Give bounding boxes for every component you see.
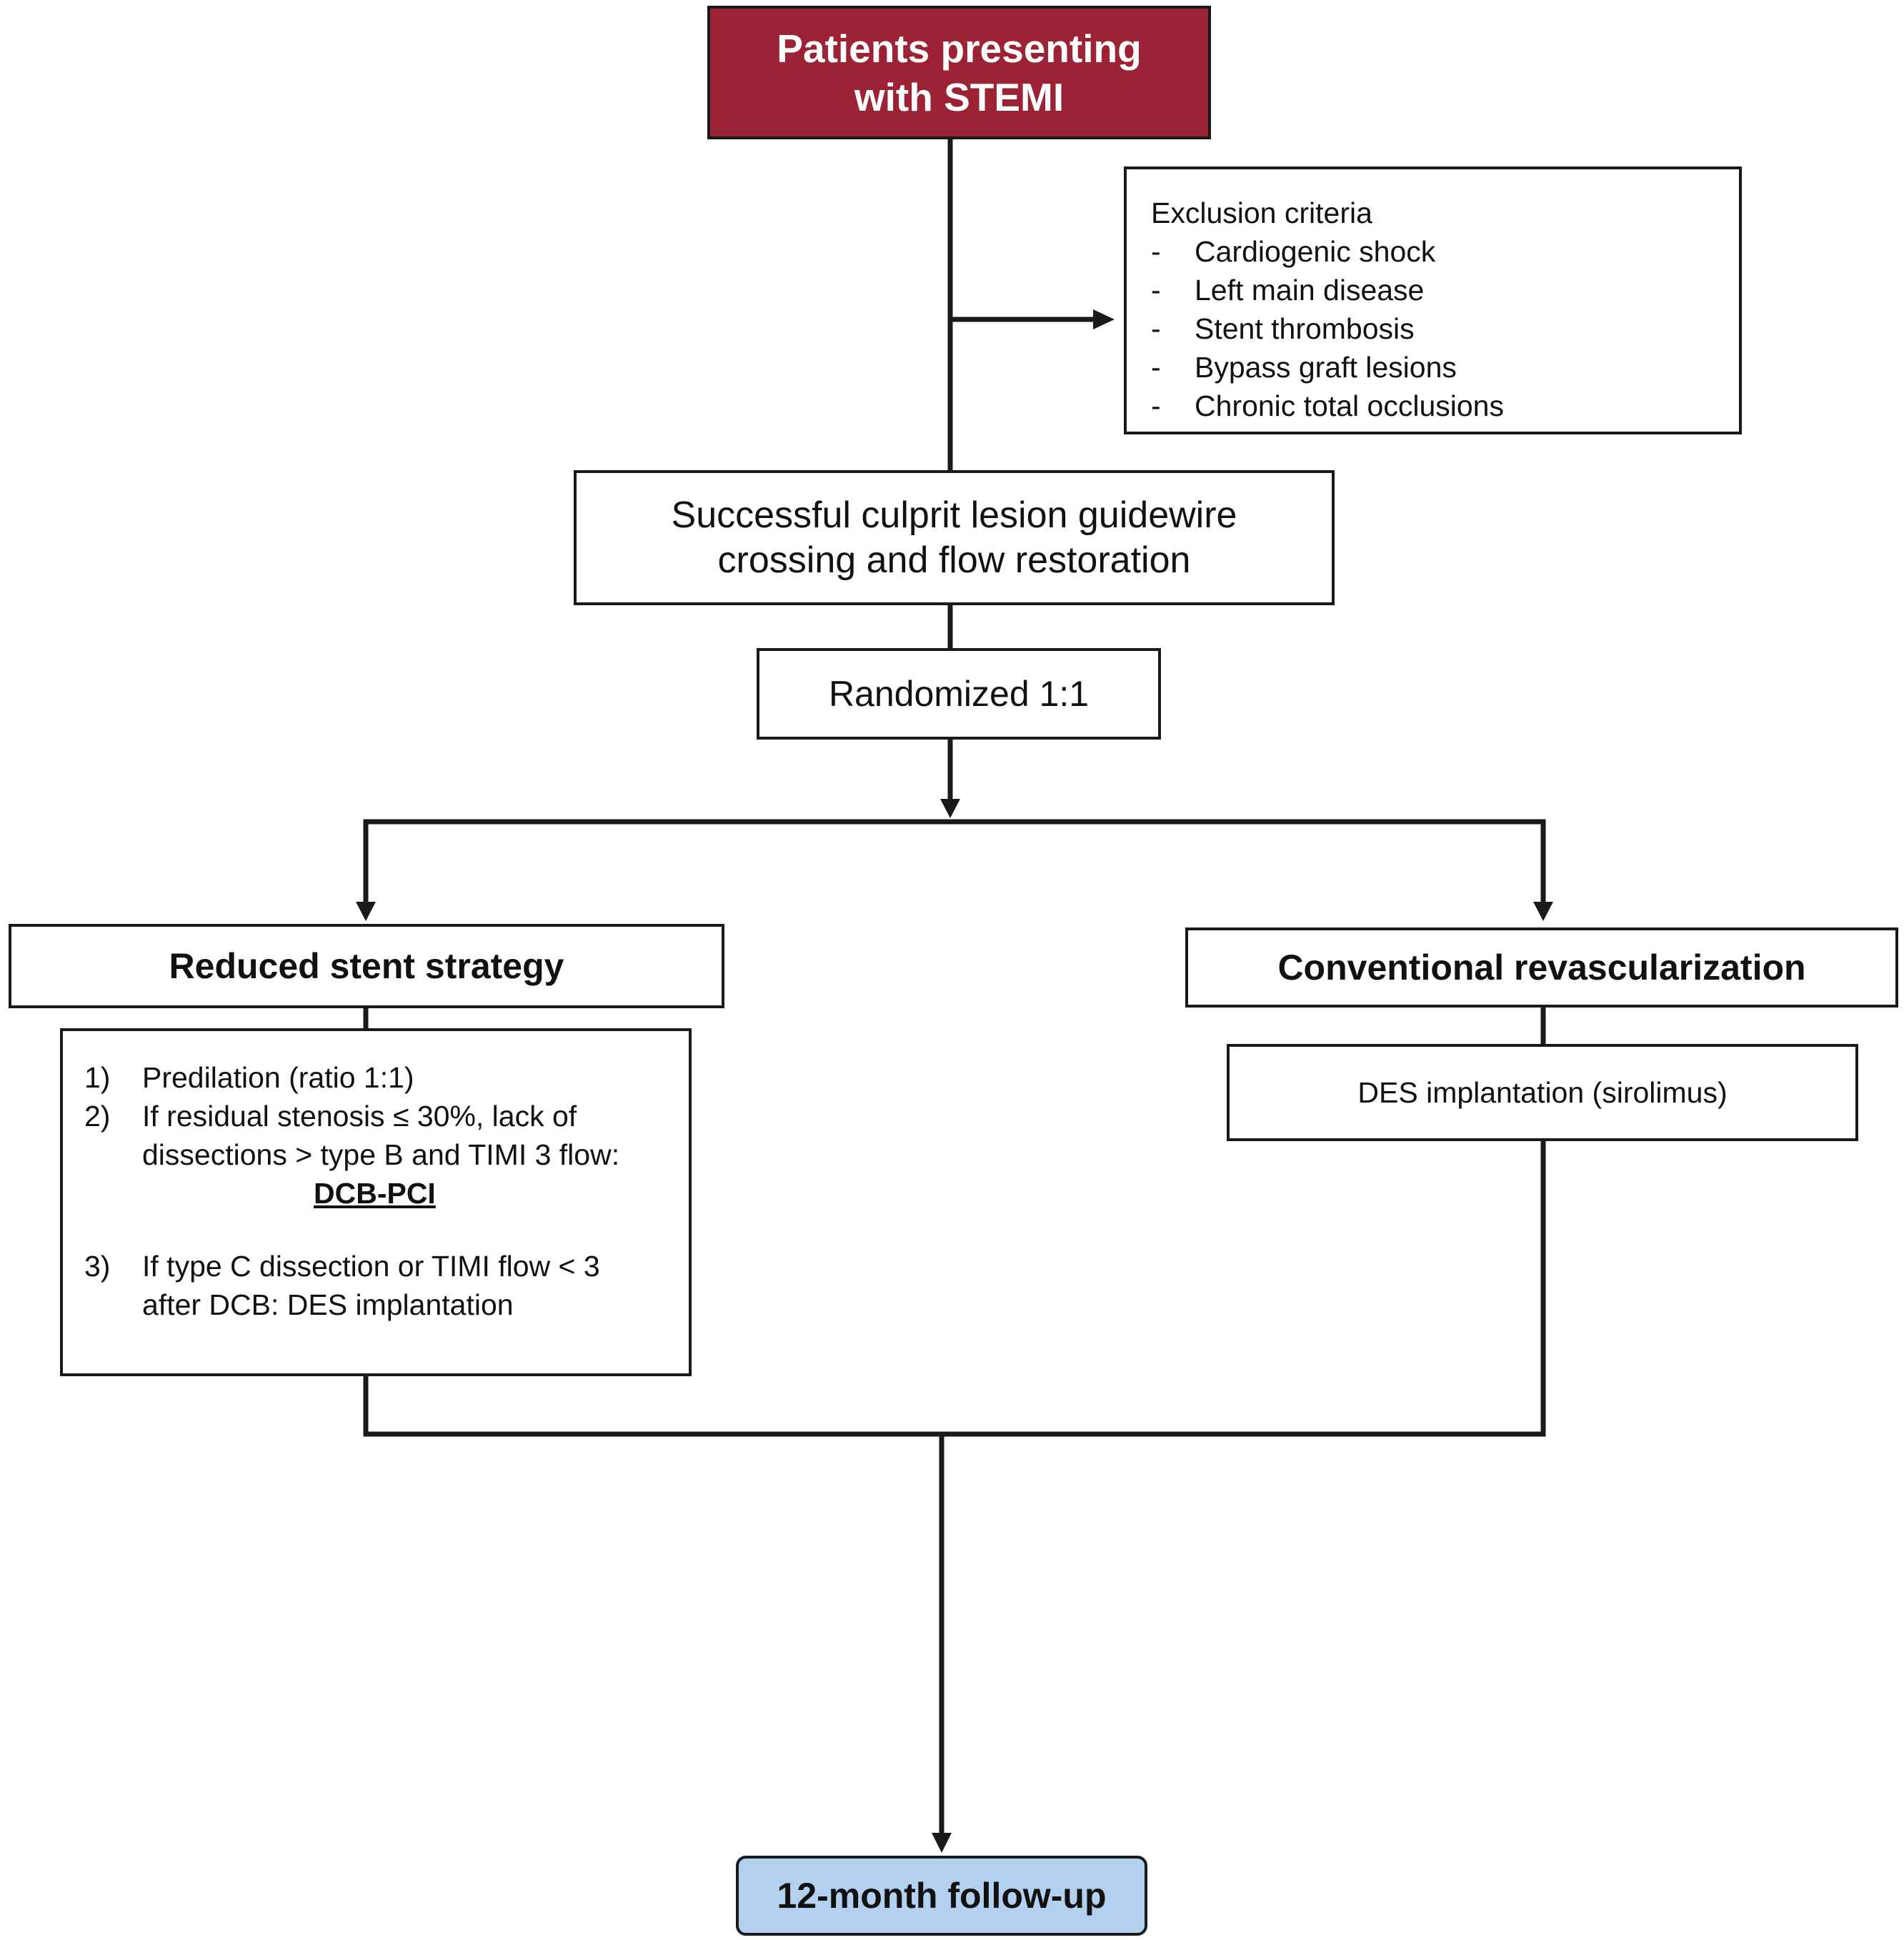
exclusion-item-label: Bypass graft lesions (1195, 351, 1457, 384)
exclusion-item: - Left main disease (1151, 271, 1739, 309)
step-text: after DCB: DES implantation (142, 1288, 514, 1321)
crossing-box-line2: crossing and flow restoration (717, 539, 1191, 581)
followup-label: 12-month follow-up (777, 1876, 1107, 1916)
conventional-box: Conventional revascularization (1185, 927, 1898, 1008)
randomized-box: Randomized 1:1 (757, 648, 1161, 740)
exclusion-item-label: Chronic total occlusions (1195, 389, 1504, 422)
exclusion-item: - Bypass graft lesions (1151, 348, 1739, 387)
randomized-label: Randomized 1:1 (828, 674, 1090, 714)
arrowhead-followup (932, 1833, 952, 1853)
exclusion-criteria-box: Exclusion criteria - Cardiogenic shock - L… (1124, 166, 1742, 434)
des-implantation-box: DES implantation (sirolimus) (1227, 1044, 1858, 1141)
step-number: 3) (84, 1250, 111, 1283)
reduced-stent-title: Reduced stent strategy (169, 946, 564, 986)
des-implantation-label: DES implantation (sirolimus) (1357, 1075, 1728, 1109)
step-text: dissections > type B and TIMI 3 flow: (142, 1138, 620, 1171)
connector-split (363, 819, 1546, 911)
connector-merge (363, 1141, 1546, 1437)
arrowhead-reduced (356, 902, 376, 921)
dcb-pci-label: DCB-PCI (314, 1177, 436, 1210)
step-2: 2) If residual stenosis ≤ 30%, lack of d… (84, 1097, 660, 1213)
exclusion-item: - Cardiogenic shock (1151, 232, 1739, 271)
followup-box: 12-month follow-up (736, 1856, 1147, 1936)
step-3: 3) If type C dissection or TIMI flow < 3… (84, 1247, 660, 1324)
start-box: Patients presenting with STEMI (707, 6, 1211, 139)
exclusion-item-label: Stent thrombosis (1195, 312, 1415, 345)
step-number: 1) (84, 1061, 111, 1094)
arrowhead-random (940, 799, 960, 818)
bullet-dash: - (1151, 312, 1161, 345)
exclusion-item: - Chronic total occlusions (1151, 387, 1739, 425)
exclusion-item: - Stent thrombosis (1151, 309, 1739, 348)
step-number: 2) (84, 1100, 111, 1133)
arrowhead-exclusion (1093, 309, 1115, 329)
bullet-dash: - (1151, 235, 1161, 268)
start-box-line1: Patients presenting (777, 26, 1142, 71)
exclusion-title: Exclusion criteria (1151, 197, 1372, 229)
reduced-stent-box: Reduced stent strategy (9, 924, 724, 1008)
step-1: 1) Predilation (ratio 1:1) (84, 1058, 660, 1097)
exclusion-list: - Cardiogenic shock - Left main disease - S… (1151, 232, 1739, 425)
reduced-steps-box: 1) Predilation (ratio 1:1) 2) If residua… (60, 1028, 692, 1376)
arrowhead-conventional (1533, 902, 1553, 921)
exclusion-item-label: Left main disease (1195, 274, 1425, 307)
start-box-line2: with STEMI (854, 74, 1065, 119)
crossing-box: Successful culprit lesion guidewire cros… (574, 470, 1335, 605)
bullet-dash: - (1151, 389, 1161, 422)
conventional-title: Conventional revascularization (1277, 947, 1806, 988)
exclusion-item-label: Cardiogenic shock (1195, 235, 1436, 268)
step-text: If residual stenosis ≤ 30%, lack of (142, 1100, 577, 1133)
step-text: If type C dissection or TIMI flow < 3 (142, 1250, 600, 1283)
bullet-dash: - (1151, 274, 1161, 307)
step-text: Predilation (ratio 1:1) (142, 1061, 414, 1094)
crossing-box-line1: Successful culprit lesion guidewire (671, 494, 1237, 536)
bullet-dash: - (1151, 351, 1161, 384)
